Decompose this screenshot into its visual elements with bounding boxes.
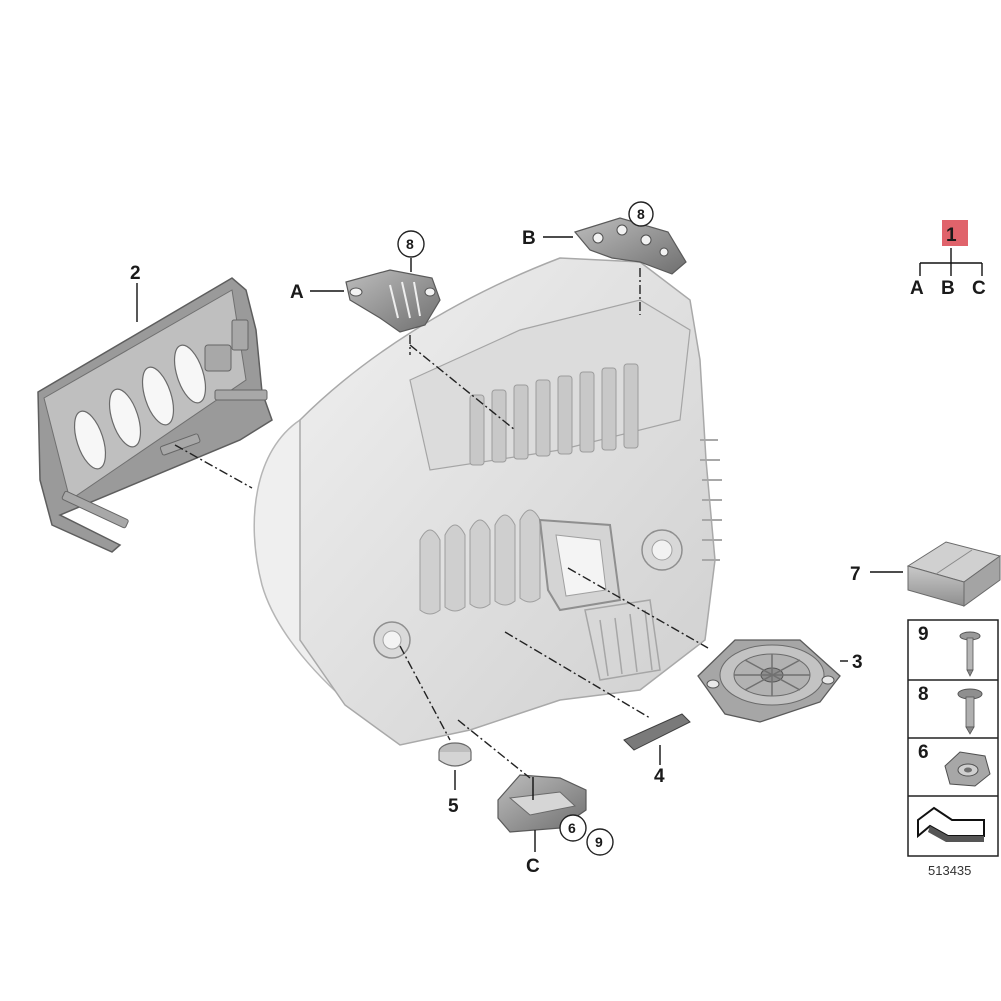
clip-nut-6-icon xyxy=(944,751,991,787)
screw-8-icon xyxy=(957,688,983,735)
part-7-box xyxy=(906,541,1001,607)
headlight-housing xyxy=(253,257,722,746)
leader-lines xyxy=(136,236,903,852)
callout-c: C xyxy=(526,856,540,877)
part-5-plug xyxy=(438,742,472,767)
callout-b: B xyxy=(522,228,536,249)
bracket-a xyxy=(345,269,441,333)
fastener-label-6: 6 xyxy=(918,742,929,763)
legend-root-1: 1 xyxy=(946,225,957,246)
part-4-gasket xyxy=(623,713,691,751)
fastener-panel: 9 8 6 xyxy=(907,619,999,857)
callout-4: 4 xyxy=(654,766,665,787)
callout-7: 7 xyxy=(850,564,861,585)
callout-b-ring-8: 8 xyxy=(637,206,645,222)
callout-5: 5 xyxy=(448,796,459,817)
highlight-box xyxy=(942,220,968,246)
fastener-label-9: 9 xyxy=(918,624,929,645)
callout-a-ring-8: 8 xyxy=(406,236,414,252)
legend-a: A xyxy=(910,278,924,299)
bracket-b xyxy=(573,217,687,275)
legend-b: B xyxy=(941,278,955,299)
callout-a: A xyxy=(290,282,304,303)
screw-9-icon xyxy=(959,631,981,677)
part-2-bracket-frame xyxy=(37,277,273,553)
callout-3: 3 xyxy=(852,652,863,673)
callout-2: 2 xyxy=(130,263,141,284)
legend-c: C xyxy=(972,278,986,299)
part-3-cover xyxy=(697,639,841,723)
legend-tree: 1 A B C xyxy=(910,220,986,299)
fastener-label-8: 8 xyxy=(918,684,929,705)
arrow-step-icon xyxy=(917,806,985,842)
callout-c-ring-9: 9 xyxy=(595,834,603,850)
callout-c-ring-6: 6 xyxy=(568,820,576,836)
diagram-number: 513435 xyxy=(928,863,971,878)
